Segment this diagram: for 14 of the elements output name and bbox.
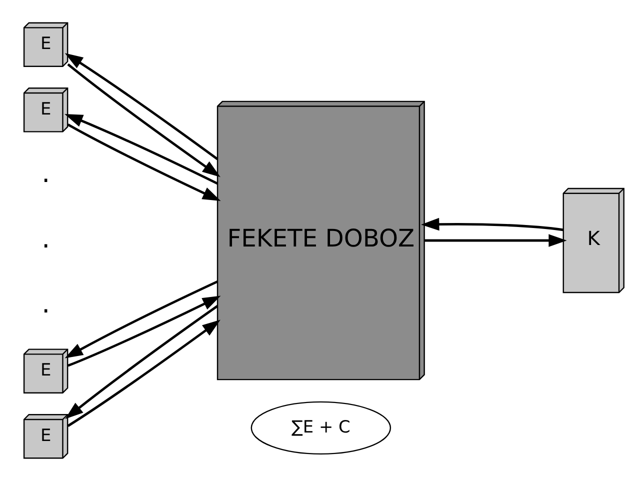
arrow bbox=[421, 217, 564, 231]
node-ellipse: ∑E + C bbox=[250, 400, 392, 454]
arrow bbox=[64, 52, 218, 160]
arrow bbox=[65, 304, 218, 419]
arrow bbox=[67, 62, 220, 177]
arrow bbox=[64, 280, 218, 358]
arrow bbox=[68, 295, 221, 366]
arrow bbox=[64, 113, 218, 184]
arrow bbox=[424, 234, 567, 246]
label: . bbox=[42, 157, 50, 188]
label: . bbox=[42, 288, 50, 320]
arrow bbox=[67, 122, 221, 201]
label: . bbox=[42, 222, 50, 254]
arrow bbox=[67, 319, 220, 426]
